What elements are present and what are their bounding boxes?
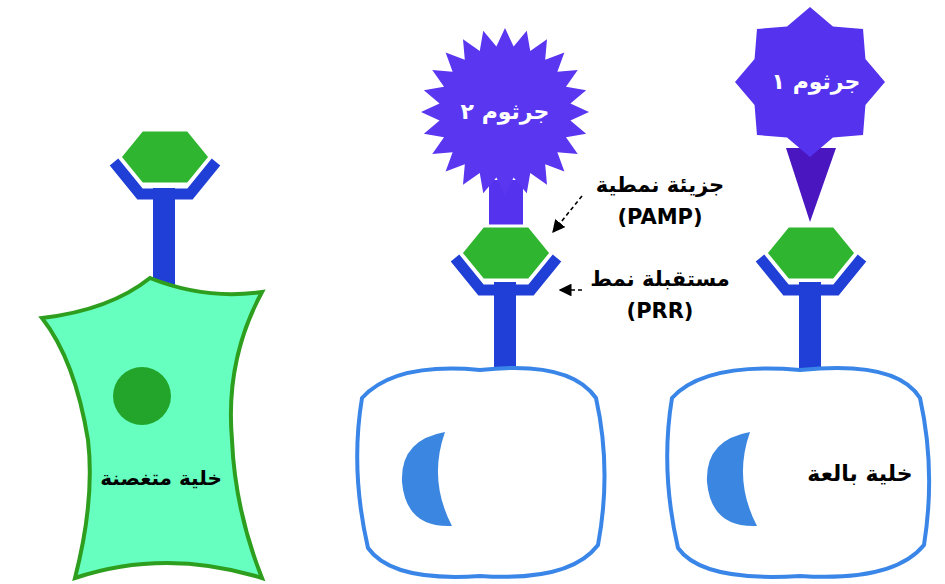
callout-label: مستقبلة نمط (PRR): [585, 264, 735, 327]
germ-shape: [735, 7, 885, 157]
nucleus: [113, 367, 171, 425]
dendritic-cell: خلية متغصنة: [38, 270, 268, 582]
leader-arrow: [560, 289, 582, 291]
shape: [38, 270, 268, 582]
callout-label: جزيئة نمطية (PAMP): [585, 170, 735, 233]
cell-label: جرثوم ٢: [461, 99, 550, 125]
germ-2: جرثوم ٢: [421, 28, 589, 196]
cell-label: خلية متغصنة: [100, 466, 222, 490]
nucleus: [707, 432, 757, 526]
cell-outline: [667, 368, 929, 577]
receptor-right: [760, 148, 862, 377]
cell-outline: [42, 278, 262, 578]
cell-label: خلية بالعة: [807, 461, 912, 487]
phagocyte-cell: خلية بالعة: [662, 360, 932, 582]
receptor-middle: [455, 180, 557, 290]
receptor-dendritic: [114, 130, 216, 288]
germ-shape: [421, 28, 589, 196]
phagocyte-cell: [357, 282, 604, 577]
germ-1: جرثوم ١: [735, 7, 885, 157]
leader-arrow: [553, 196, 582, 232]
cell-label: جرثوم ١: [772, 69, 861, 95]
